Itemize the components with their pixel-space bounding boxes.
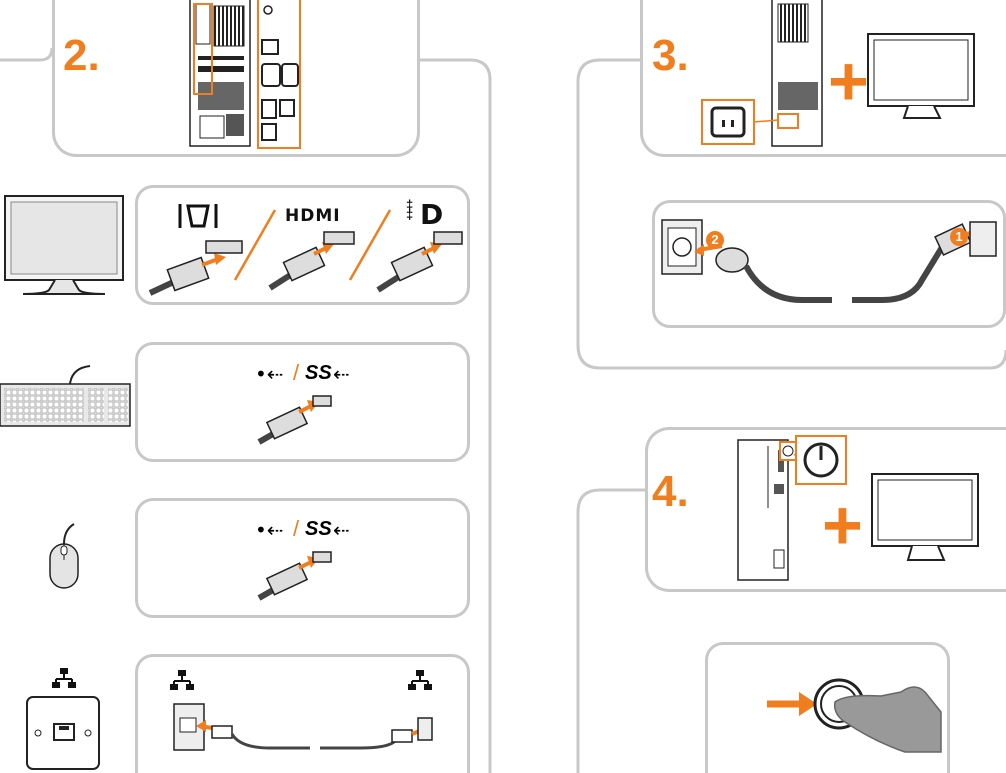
pc-step-marker: 1 — [950, 228, 968, 246]
network-icon — [408, 670, 432, 692]
step2-number: 2. — [63, 34, 100, 78]
network-icon — [170, 670, 194, 692]
keyboard-illustration — [0, 366, 132, 428]
monitor-icon — [868, 34, 976, 122]
plus-icon-step4: + — [822, 490, 863, 560]
separator: / — [293, 360, 299, 386]
step4-number: 4. — [652, 470, 689, 514]
vga-cable-illustration — [150, 235, 250, 305]
usb-cable-keyboard — [255, 392, 355, 452]
network-cable-illustration — [160, 700, 460, 770]
separator: / — [293, 516, 299, 542]
hdmi-cable-illustration — [262, 228, 362, 298]
network-wall-outlet — [26, 696, 102, 770]
pc-power-port-illustration — [700, 0, 840, 151]
usb-icon: •⇠ — [255, 518, 284, 542]
usb-cable-mouse — [255, 548, 355, 608]
mouse-illustration — [48, 522, 88, 592]
displayport-cable-illustration — [370, 230, 470, 300]
monitor-icon-step4 — [872, 474, 980, 566]
usb-icon: ⇠ — [333, 362, 350, 386]
plus-icon: + — [828, 46, 869, 116]
usb-icon: ⇠ — [333, 518, 350, 542]
monitor-illustration — [5, 196, 125, 296]
ss-label: SS — [305, 362, 332, 385]
outlet-step-marker: 2 — [706, 231, 724, 249]
power-cable-illustration — [652, 200, 1006, 328]
pc-rear-ports-illustration — [190, 0, 320, 151]
ss-label: SS — [305, 518, 332, 541]
usb-icon: •⇠ — [255, 362, 284, 386]
network-icon — [52, 668, 76, 690]
step3-number: 3. — [652, 34, 689, 78]
power-button-illustration — [705, 642, 950, 773]
